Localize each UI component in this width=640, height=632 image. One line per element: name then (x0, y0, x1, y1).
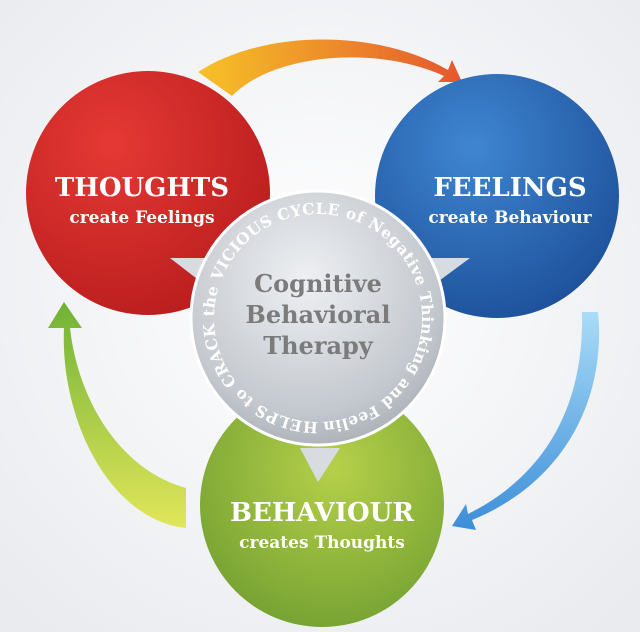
arrow-feelings-to-behaviour-icon (452, 312, 600, 530)
feelings-subtitle: create Behaviour (428, 208, 592, 228)
center-line-3: Therapy (263, 331, 374, 360)
behaviour-title: BEHAVIOUR (230, 498, 414, 528)
center-line-2: Behavioral (246, 300, 391, 329)
arrow-thoughts-to-feelings-icon (198, 39, 462, 96)
center-line-1: Cognitive (254, 269, 382, 298)
thoughts-title: THOUGHTS (55, 173, 229, 203)
thoughts-subtitle: create Feelings (69, 208, 214, 228)
pointer-bottom-icon (300, 448, 340, 482)
feelings-node: FEELINGS create Behaviour (375, 74, 619, 318)
behaviour-subtitle: creates Thoughts (239, 533, 405, 553)
feelings-title: FEELINGS (433, 173, 586, 203)
arrow-behaviour-to-thoughts-icon (48, 302, 186, 528)
behaviour-node: BEHAVIOUR creates Thoughts (200, 383, 444, 627)
